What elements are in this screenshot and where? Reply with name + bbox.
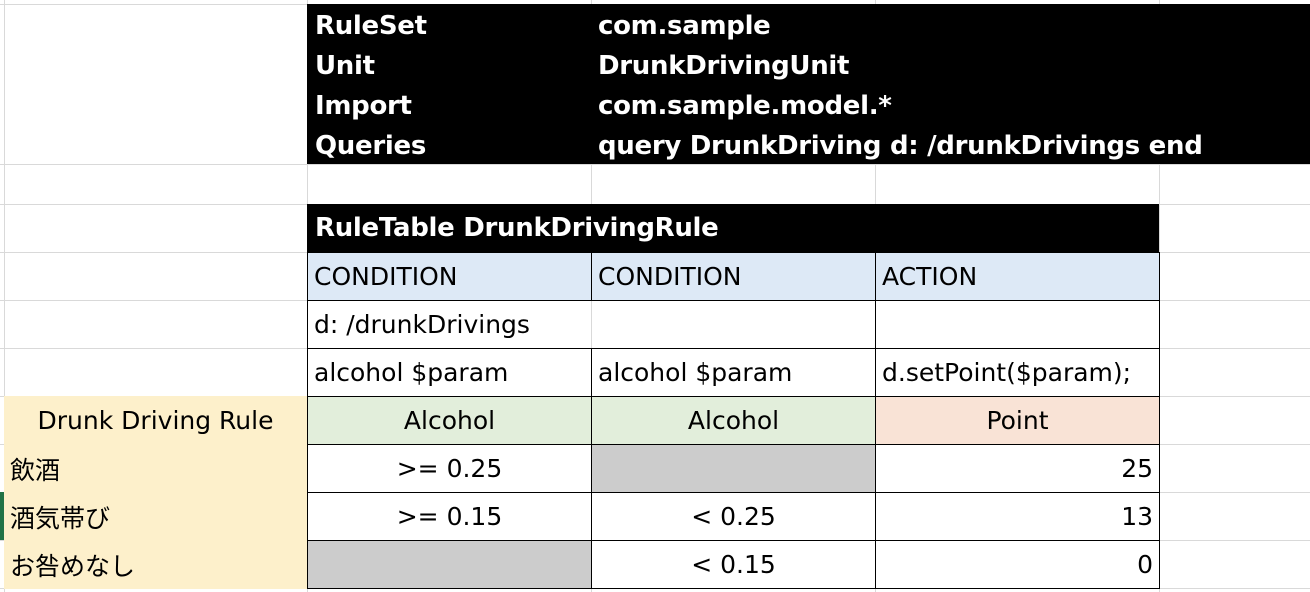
column-type-condition-2[interactable]: CONDITION xyxy=(591,252,876,301)
rule-cond1-cell[interactable]: >= 0.15 xyxy=(307,492,592,541)
import-value[interactable]: com.sample.model.* xyxy=(598,91,892,121)
rule-row-label[interactable]: お咎めなし xyxy=(4,540,308,589)
selected-row-indicator xyxy=(0,492,4,540)
template-condition-1[interactable]: alcohol $param xyxy=(307,348,592,397)
column-label-alcohol-2[interactable]: Alcohol xyxy=(591,396,876,445)
ruletable-title[interactable]: RuleTable DrunkDrivingRule xyxy=(315,213,719,243)
import-key[interactable]: Import xyxy=(315,91,412,121)
rule-cond2-cell[interactable]: < 0.25 xyxy=(591,492,876,541)
gridline xyxy=(0,164,1310,165)
column-type-condition-1[interactable]: CONDITION xyxy=(307,252,592,301)
object-pattern-cell[interactable]: d: /drunkDrivings xyxy=(307,300,876,349)
ruleset-header-block[interactable]: RuleSet com.sample Unit DrunkDrivingUnit… xyxy=(307,4,1310,164)
rule-cond2-cell[interactable]: < 0.15 xyxy=(591,540,876,589)
unit-key[interactable]: Unit xyxy=(315,51,375,81)
template-condition-2[interactable]: alcohol $param xyxy=(591,348,876,397)
unit-value[interactable]: DrunkDrivingUnit xyxy=(598,51,850,81)
ruleset-key[interactable]: RuleSet xyxy=(315,11,427,41)
ruleset-value[interactable]: com.sample xyxy=(598,11,771,41)
queries-value[interactable]: query DrunkDriving d: /drunkDrivings end xyxy=(598,131,1203,161)
rule-point-cell[interactable]: 25 xyxy=(875,444,1160,493)
rule-point-cell[interactable]: 13 xyxy=(875,492,1160,541)
column-label-point[interactable]: Point xyxy=(875,396,1160,445)
rule-cond1-cell[interactable]: >= 0.25 xyxy=(307,444,592,493)
ruletable-title-bar[interactable]: RuleTable DrunkDrivingRule xyxy=(307,204,1159,252)
rule-cond2-cell[interactable] xyxy=(591,444,876,493)
gridline xyxy=(4,0,5,592)
rule-row-label[interactable]: 飲酒 xyxy=(4,444,308,493)
rule-row-label[interactable]: 酒気帯び xyxy=(4,492,308,541)
rule-cond1-cell[interactable] xyxy=(307,540,592,589)
queries-key[interactable]: Queries xyxy=(315,131,426,161)
rule-point-cell[interactable]: 0 xyxy=(875,540,1160,589)
row-label-header[interactable]: Drunk Driving Rule xyxy=(4,396,308,445)
object-pattern-empty-cell[interactable] xyxy=(875,300,1160,349)
template-action[interactable]: d.setPoint($param); xyxy=(875,348,1160,397)
column-label-alcohol-1[interactable]: Alcohol xyxy=(307,396,592,445)
column-type-action[interactable]: ACTION xyxy=(875,252,1160,301)
